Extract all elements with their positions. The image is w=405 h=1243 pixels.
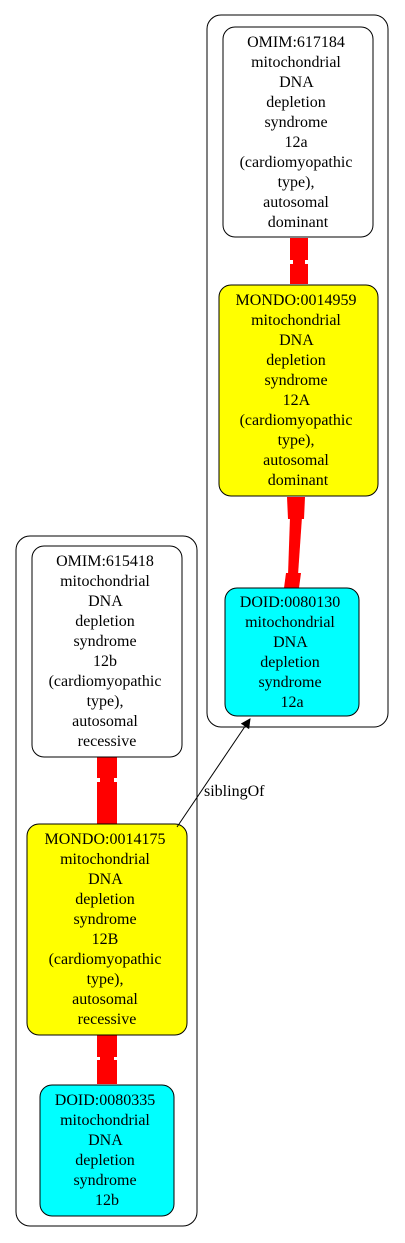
- equivalence-edge: [97, 757, 117, 824]
- mondo-node[interactable]: MONDO:0014175 mitochondrial DNA depletio…: [26, 823, 188, 1036]
- doid-node[interactable]: DOID:0080335 mitochondrial DNA depletion…: [39, 1084, 175, 1217]
- doid-node[interactable]: DOID:0080130 mitochondrial DNA depletion…: [224, 587, 360, 717]
- node-box: [222, 26, 374, 238]
- cluster-box: [15, 535, 198, 1227]
- sibling-edge-label: siblingOf: [204, 783, 265, 800]
- node-label: OMIM:615418 mitochondrial DNA depletion …: [49, 553, 166, 750]
- node-box: [224, 587, 360, 717]
- cluster-dominant: OMIM:617184 mitochondrial DNA depletion …: [206, 14, 389, 728]
- equivalence-edge: [290, 238, 308, 284]
- node-box: [218, 284, 379, 497]
- node-box: [39, 1084, 175, 1217]
- node-label: MONDO:0014175 mitochondrial DNA depletio…: [45, 831, 170, 1028]
- omim-node[interactable]: OMIM:615418 mitochondrial DNA depletion …: [31, 545, 183, 758]
- node-label: MONDO:0014959 mitochondrial DNA depletio…: [236, 292, 361, 489]
- cluster-recessive: OMIM:615418 mitochondrial DNA depletion …: [15, 535, 198, 1227]
- node-label: DOID:0080130 mitochondrial DNA depletion…: [240, 594, 344, 711]
- equivalence-edge: [284, 497, 305, 588]
- node-label: OMIM:617184 mitochondrial DNA depletion …: [240, 34, 357, 231]
- node-label: DOID:0080335 mitochondrial DNA depletion…: [55, 1092, 159, 1209]
- sibling-edge: siblingOf: [176, 718, 265, 828]
- sibling-arrow: [176, 718, 251, 828]
- equivalence-edge: [97, 1035, 117, 1084]
- mondo-node[interactable]: MONDO:0014959 mitochondrial DNA depletio…: [218, 284, 379, 497]
- node-box: [26, 823, 188, 1036]
- cluster-box: [206, 14, 389, 728]
- omim-node[interactable]: OMIM:617184 mitochondrial DNA depletion …: [222, 26, 374, 238]
- node-box: [31, 545, 183, 758]
